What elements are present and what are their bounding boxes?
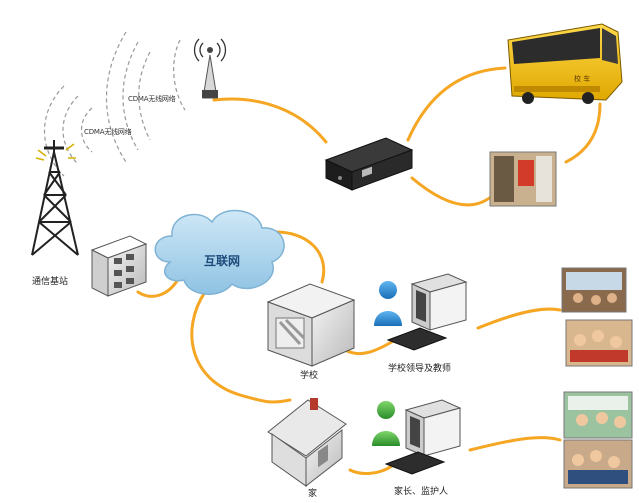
school-building-icon <box>266 283 356 367</box>
photo-students-1 <box>561 267 627 313</box>
school-label: 学校 <box>300 371 319 381</box>
photo-students-4 <box>563 439 633 489</box>
link-computer2-photos <box>468 436 562 452</box>
link-computer1-photos <box>476 307 562 330</box>
links <box>136 66 602 475</box>
computer-icon-home <box>384 399 462 475</box>
computer-icon-school <box>386 273 468 351</box>
cdma-label-1: CDMA无线网络 <box>128 95 176 103</box>
bus-icon <box>507 23 623 104</box>
link-school-computer <box>343 338 397 356</box>
link-dvr-bus <box>406 66 507 142</box>
radio-waves-antenna <box>106 31 186 163</box>
person-icon-green <box>372 401 400 446</box>
link-busphoto-bus <box>564 102 602 164</box>
bus-sign-label: 校 车 <box>574 75 591 83</box>
link-house-computer <box>348 464 394 475</box>
base-station-label: 通信基站 <box>32 277 69 287</box>
photo-bus-door <box>489 151 557 207</box>
internet-label: 互联网 <box>204 254 241 268</box>
dvr-icon <box>324 137 414 191</box>
link-cloud-loop <box>190 290 292 404</box>
antenna-icon <box>193 38 227 99</box>
photo-students-2 <box>565 319 633 367</box>
cloud-icon <box>154 209 285 295</box>
link-cloud-school <box>268 230 326 284</box>
school-staff-label: 学校领导及教师 <box>388 364 452 374</box>
home-label: 家 <box>308 489 318 499</box>
person-icon-blue <box>374 281 402 326</box>
photo-students-3 <box>563 391 633 439</box>
tower-icon <box>31 140 79 256</box>
server-icon <box>90 235 148 297</box>
radio-waves-tower <box>44 85 93 177</box>
cdma-label-2: CDMA无线网络 <box>84 128 132 136</box>
tower-signal-sparks <box>35 143 76 161</box>
link-dvr-busphoto <box>410 176 494 207</box>
link-antenna-dvr <box>212 97 328 144</box>
house-icon <box>267 398 347 488</box>
parents-label: 家长、监护人 <box>394 487 449 497</box>
